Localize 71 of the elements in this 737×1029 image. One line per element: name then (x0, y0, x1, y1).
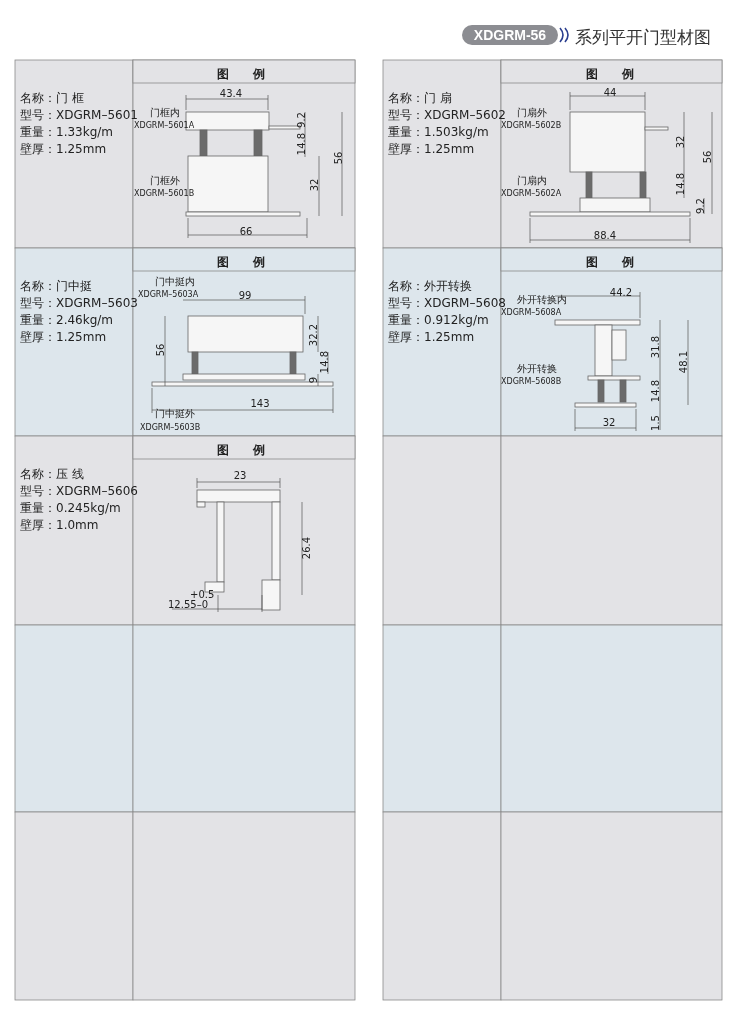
part-label: 门中挺外 (155, 408, 195, 419)
dimension-value: 88.4 (593, 230, 617, 241)
dimension-value: 31.8 (649, 335, 661, 359)
dimension-value: 44.2 (609, 287, 633, 298)
dimension-value: 44 (603, 87, 617, 98)
dimension-value: 66 (239, 226, 253, 237)
dimension-value: 56 (154, 343, 166, 357)
spec-text: 壁厚：1.25mm (388, 331, 475, 345)
dimension-value: +0.5 (190, 589, 215, 600)
dimension-value: 143 (250, 398, 270, 409)
dimension-value: 12.55–0 (168, 599, 208, 610)
spec-text: 重量：0.245kg/m (20, 502, 121, 516)
spec-text: 型号：XDGRM–5608 (388, 297, 506, 310)
column-header: 图 例 (217, 256, 271, 270)
part-label: XDGRM–5602A (501, 190, 562, 199)
part-label: 门框外 (150, 175, 180, 186)
dimension-value: 32 (308, 178, 320, 192)
dimension-value: 9.2 (295, 112, 307, 128)
dimension-value: 32 (602, 417, 616, 428)
dimension-value: 26.4 (300, 536, 312, 560)
dimension-value: 48.1 (677, 350, 689, 374)
spec-text: 名称：压 线 (20, 468, 84, 482)
dimension-value: 23 (233, 470, 247, 481)
part-label: XDGRM–5603A (138, 291, 199, 300)
part-label: XDGRM–5601A (134, 122, 195, 131)
part-label: 外开转换内 (517, 294, 567, 305)
spec-text: 型号：XDGRM–5606 (20, 485, 138, 499)
dimension-value: 56 (701, 150, 713, 164)
dimension-value: 56 (332, 151, 344, 165)
dimension-value: 43.4 (219, 88, 243, 99)
spec-text: 重量：1.33kg/m (20, 126, 114, 140)
part-label: 门框内 (150, 107, 180, 118)
part-label: XDGRM–5602B (501, 122, 562, 131)
column-header: 图 例 (217, 68, 271, 82)
spec-text: 名称：门中挺 (20, 280, 92, 294)
page-title: 系列平开门型材图 (575, 26, 711, 49)
part-label: XDGRM–5608B (501, 378, 562, 387)
part-label: 门扇内 (517, 175, 547, 186)
dimension-value: 1.5 (649, 415, 661, 431)
spec-text: 壁厚：1.25mm (20, 143, 107, 157)
dimension-value: 9.2 (694, 198, 706, 214)
dimension-value: 14.8 (295, 132, 307, 156)
spec-text: 型号：XDGRM–5603 (20, 297, 138, 311)
part-label: XDGRM–5608A (501, 309, 562, 318)
dimension-value: 9 (307, 376, 319, 384)
part-label: 门扇外 (517, 107, 547, 118)
dimension-value: 99 (238, 290, 252, 301)
column-header: 图 例 (586, 68, 640, 82)
spec-text: 壁厚：1.25mm (388, 143, 475, 157)
spec-text: 型号：XDGRM–5602 (388, 109, 506, 122)
spec-text: 重量：1.503kg/m (388, 126, 489, 140)
spec-text: 名称：门 框 (20, 92, 84, 106)
column-header: 图 例 (217, 444, 271, 458)
dimension-value: 14.8 (318, 350, 330, 374)
spec-text: 重量：2.46kg/m (20, 314, 114, 328)
spec-text: 名称：外开转换 (388, 280, 472, 294)
dimension-value: 14.8 (649, 379, 661, 403)
spec-text: 壁厚：1.25mm (20, 331, 107, 345)
spec-text: 重量：0.912kg/m (388, 314, 489, 328)
spec-text: 壁厚：1.0mm (20, 519, 99, 533)
part-label: 外开转换 (517, 363, 557, 374)
spec-text: 名称：门 扇 (388, 92, 452, 106)
part-label: XDGRM–5603B (140, 424, 201, 433)
spec-text: 型号：XDGRM–5601 (20, 109, 138, 122)
dimension-value: 14.8 (674, 172, 686, 196)
series-badge: XDGRM-56 (462, 25, 558, 45)
part-label: XDGRM–5601B (134, 190, 195, 199)
column-header: 图 例 (586, 256, 640, 270)
dimension-value: 32 (674, 135, 686, 149)
dimension-value: 32.2 (307, 323, 319, 347)
part-label: 门中挺内 (155, 276, 195, 287)
